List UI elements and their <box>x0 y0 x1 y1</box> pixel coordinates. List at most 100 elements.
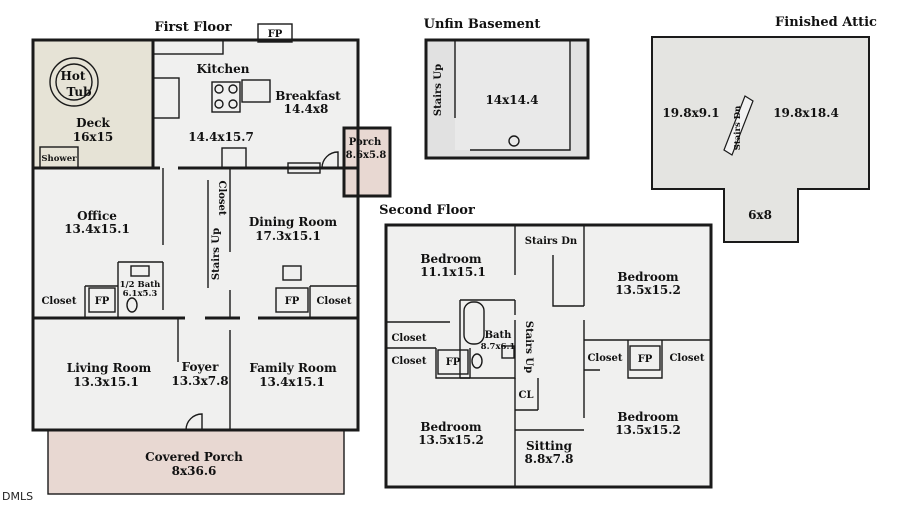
deck-area <box>33 40 153 168</box>
bathtub <box>463 301 485 345</box>
bedroom-nw-size: 11.1x15.1 <box>420 265 486 279</box>
attic-title: Finished Attic <box>775 15 877 30</box>
bedroom-sw-name: Bedroom <box>420 420 481 434</box>
kitchen-sink <box>241 79 271 103</box>
covered-porch-name: Covered Porch <box>145 450 243 464</box>
closet-left-label: Closet <box>41 296 76 307</box>
fireplace-top <box>257 23 293 43</box>
fireplace-family-label: FP <box>285 296 300 307</box>
closet-4-label: Closet <box>669 353 704 364</box>
fireplace-right <box>629 345 661 371</box>
half-bath-size: 6.1x5.3 <box>123 289 158 299</box>
bedroom-se-size: 13.5x15.2 <box>615 423 681 437</box>
se-walls <box>583 320 711 418</box>
fireplace-left-label: FP <box>446 357 461 368</box>
attic-stairs-dn: Stairs Dn <box>733 106 743 151</box>
stairs-up-label: Stairs Up <box>211 228 222 280</box>
porch-area <box>344 128 390 196</box>
hot-tub <box>49 57 99 107</box>
range-burners <box>214 84 238 109</box>
kitchen-counter-side <box>152 77 180 119</box>
family-name: Family Room <box>249 361 337 375</box>
closet-1-label: Closet <box>391 333 426 344</box>
living-size: 13.3x15.1 <box>73 375 139 389</box>
basement-size: 14x14.4 <box>485 93 538 107</box>
second-floor-title: Second Floor <box>379 203 475 218</box>
half-bath-sink <box>130 265 150 277</box>
basement-drain <box>508 135 520 147</box>
covered-porch-outline <box>47 429 345 495</box>
bedroom-ne-size: 13.5x15.2 <box>615 283 681 297</box>
fireplace-right-label: FP <box>638 354 653 365</box>
closet-3-label: Closet <box>587 353 622 364</box>
office-name: Office <box>77 209 117 223</box>
bedroom-se-name: Bedroom <box>617 410 678 424</box>
dmls-watermark: DMLS <box>2 490 33 503</box>
covered-porch-size: 8x36.6 <box>172 464 217 478</box>
breakfast-size: 14.4x8 <box>284 102 329 116</box>
shower-box <box>39 146 79 169</box>
attic-right-size: 19.8x18.4 <box>773 106 839 120</box>
front-door-swing <box>185 413 203 431</box>
bath-sink <box>501 345 515 359</box>
porch-size: 8.6x5.8 <box>346 150 387 161</box>
kitchen-counter-top <box>152 39 224 55</box>
basement-inner <box>455 40 570 150</box>
half-bath-toilet <box>126 297 138 313</box>
porch-name: Porch <box>349 137 382 148</box>
hot-tub-label-1: Hot <box>61 69 86 83</box>
closet-vertical-label: Closet <box>216 180 227 215</box>
shower-label: Shower <box>41 154 77 164</box>
hot-tub-inner <box>55 63 93 101</box>
bath-size: 8.7x6.1 <box>481 342 516 352</box>
attic-stair <box>723 95 754 156</box>
covered-porch-area <box>48 430 344 494</box>
breakfast-counter <box>287 162 321 174</box>
family-size: 13.4x15.1 <box>259 375 325 389</box>
bedroom-sw-size: 13.5x15.2 <box>418 433 484 447</box>
kitchen-name: Kitchen <box>197 62 250 76</box>
foyer-name: Foyer <box>182 360 219 374</box>
sitting-walls <box>514 378 584 487</box>
half-bath-walls <box>117 261 163 318</box>
first-floor: First Floor FP <box>31 20 392 495</box>
cl-label: CL <box>519 390 534 401</box>
attic-bottom-size: 6x8 <box>748 208 772 222</box>
attic-outline <box>651 36 870 243</box>
breakfast-name: Breakfast <box>275 89 341 103</box>
attic-left-size: 19.8x9.1 <box>662 106 719 120</box>
kitchen-island <box>211 81 241 113</box>
office-size: 13.4x15.1 <box>64 222 130 236</box>
stair-dn-walls <box>552 225 585 307</box>
basement-title: Unfin Basement <box>424 17 541 32</box>
dining-name: Dining Room <box>249 215 338 229</box>
kitchen-fridge <box>221 147 247 169</box>
kitchen-size: 14.4x15.7 <box>188 130 254 144</box>
hot-tub-label-2: Tub <box>67 85 92 99</box>
porch-door-swing <box>321 151 339 169</box>
basement: Unfin Basement Stairs Up 14x14.4 <box>424 17 590 160</box>
porch-wall <box>342 126 392 198</box>
closet-walls <box>84 285 118 318</box>
fireplace-office <box>88 287 116 313</box>
dining-fixture <box>282 265 302 281</box>
basement-inner-walls <box>454 40 571 151</box>
deck-name: Deck <box>76 116 110 130</box>
family-closet-walls <box>309 285 358 318</box>
basement-stairs-up: Stairs Up <box>433 64 444 116</box>
foyer-size: 13.3x7.8 <box>171 374 228 388</box>
bath-toilet <box>471 353 483 369</box>
closet-family-label: Closet <box>316 296 351 307</box>
fireplace-top-label: FP <box>268 29 283 40</box>
living-name: Living Room <box>67 361 152 375</box>
closet-2-label: Closet <box>391 356 426 367</box>
basement-outer-wall <box>424 38 590 160</box>
deck-size: 16x15 <box>73 130 114 144</box>
sitting-size: 8.8x7.8 <box>525 452 574 466</box>
first-floor-title: First Floor <box>154 20 231 35</box>
attic: Finished Attic 19.8x9.1 Stairs Dn 19.8x1… <box>651 15 877 243</box>
fireplace-family <box>275 287 309 313</box>
bedroom-nw-name: Bedroom <box>420 252 481 266</box>
dining-size: 17.3x15.1 <box>255 229 321 243</box>
